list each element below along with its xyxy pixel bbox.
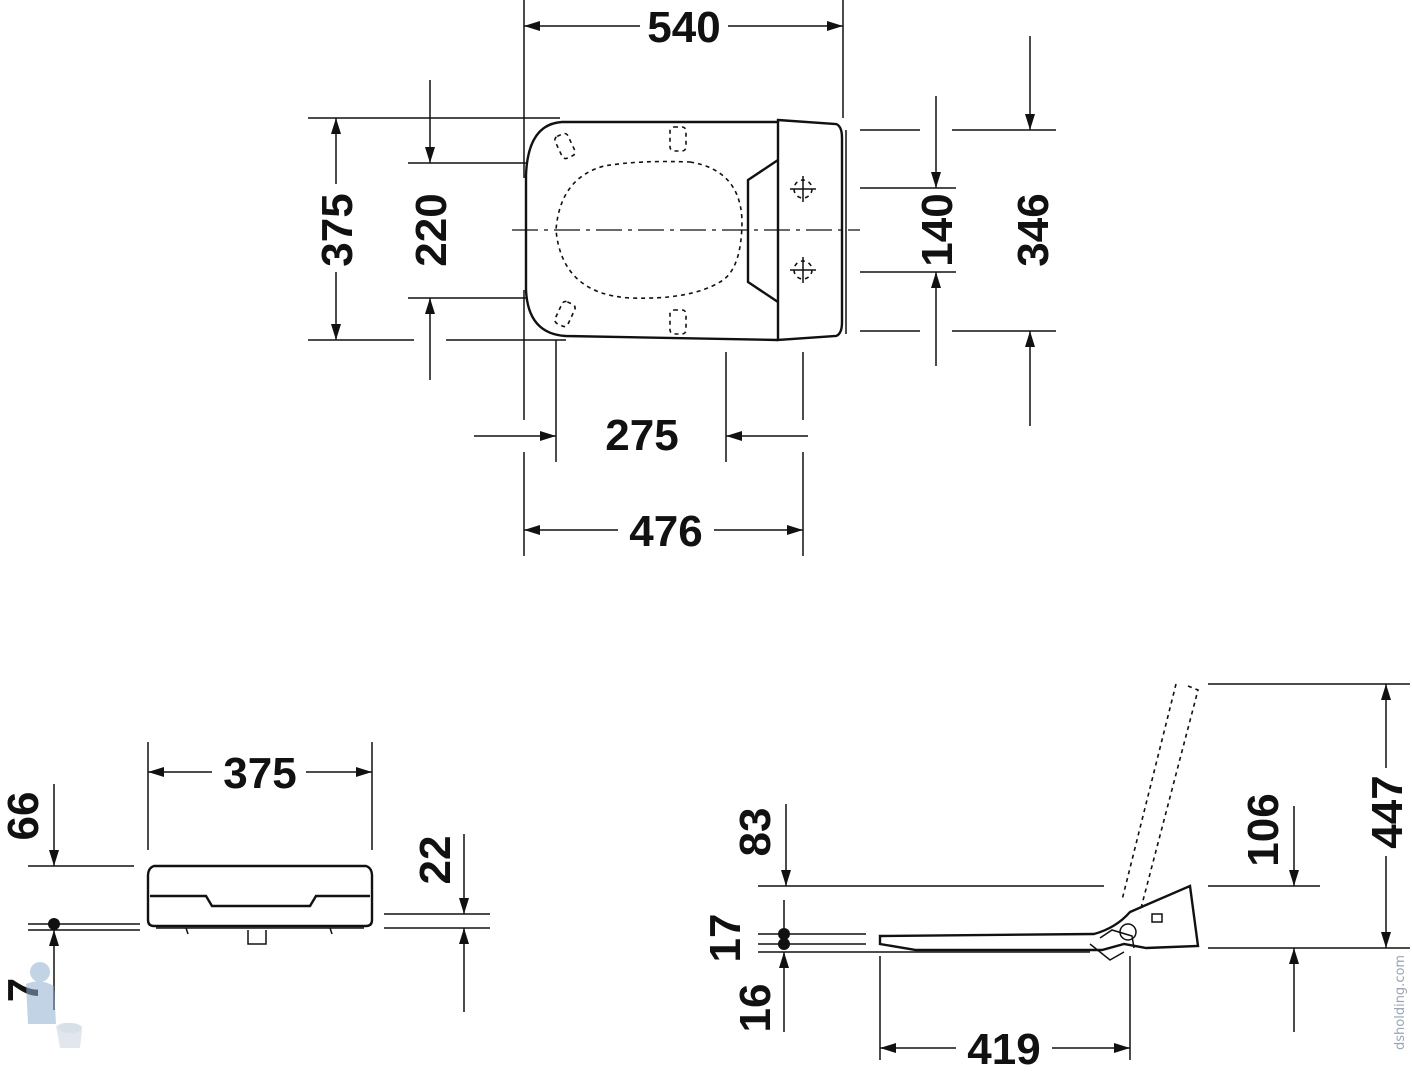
front-view: 375 66 7 22 <box>0 742 490 1012</box>
dim-106: 106 <box>1239 793 1288 866</box>
watermark-text: dsholding.com <box>1393 955 1408 1050</box>
open-lid-outline <box>1121 683 1199 913</box>
dim-275: 275 <box>605 411 678 460</box>
dim-220: 220 <box>407 193 456 266</box>
dim-476: 476 <box>629 507 702 556</box>
side-view: 83 17 16 419 106 447 <box>701 683 1412 1074</box>
top-view: 540 375 220 140 346 <box>308 0 1058 556</box>
seat-outline <box>524 120 779 342</box>
hinge-block <box>776 118 844 342</box>
hinge-notch <box>746 159 779 303</box>
dim-140: 140 <box>913 193 962 266</box>
hinge-hole-top <box>790 176 816 202</box>
dim-447: 447 <box>1363 775 1412 848</box>
front-seat-outline <box>146 864 374 928</box>
dim-66: 66 <box>0 792 48 841</box>
hinge-hole-bottom <box>790 257 816 283</box>
side-seat-outline <box>878 884 1200 952</box>
dim-22: 22 <box>411 836 460 885</box>
dim-375-front: 375 <box>223 749 296 798</box>
dim-17: 17 <box>701 914 750 963</box>
dim-540: 540 <box>647 3 720 52</box>
watermark-logo <box>26 962 82 1048</box>
dim-419: 419 <box>967 1025 1040 1074</box>
dim-83: 83 <box>731 808 780 857</box>
dim-16: 16 <box>731 984 780 1033</box>
dim-346: 346 <box>1009 193 1058 266</box>
dim-375-top: 375 <box>313 193 362 266</box>
